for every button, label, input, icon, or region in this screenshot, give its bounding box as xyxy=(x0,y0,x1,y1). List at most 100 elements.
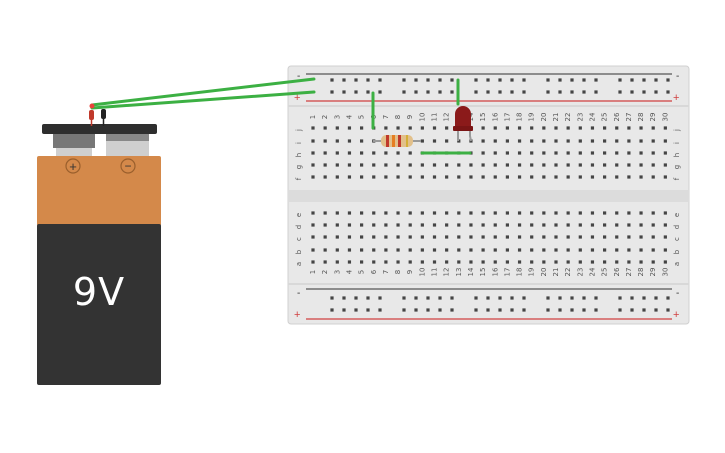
terminal-hole[interactable] xyxy=(639,126,643,130)
rail-hole[interactable] xyxy=(618,78,622,82)
terminal-hole[interactable] xyxy=(627,248,631,252)
terminal-hole[interactable] xyxy=(432,260,437,264)
terminal-hole[interactable] xyxy=(627,175,631,179)
rail-hole[interactable] xyxy=(402,90,406,94)
terminal-hole[interactable] xyxy=(493,163,497,167)
terminal-hole[interactable] xyxy=(360,235,364,239)
terminal-hole[interactable] xyxy=(323,260,327,264)
terminal-hole[interactable] xyxy=(445,163,449,167)
terminal-hole[interactable] xyxy=(408,151,412,155)
terminal-hole[interactable] xyxy=(445,139,449,143)
rail-hole[interactable] xyxy=(330,78,334,82)
terminal-hole[interactable] xyxy=(590,151,595,155)
terminal-hole[interactable] xyxy=(578,211,582,215)
terminal-hole[interactable] xyxy=(639,151,643,155)
terminal-hole[interactable] xyxy=(323,126,327,130)
rail-hole[interactable] xyxy=(666,90,670,94)
red-lead-connector[interactable] xyxy=(89,110,94,120)
terminal-hole[interactable] xyxy=(384,211,388,215)
rail-hole[interactable] xyxy=(330,296,334,300)
rail-hole[interactable] xyxy=(522,296,526,300)
rail-hole[interactable] xyxy=(378,78,382,82)
rail-hole[interactable] xyxy=(642,90,646,94)
rail-hole[interactable] xyxy=(558,296,562,300)
terminal-hole[interactable] xyxy=(663,126,667,130)
terminal-hole[interactable] xyxy=(639,223,643,227)
rail-hole[interactable] xyxy=(378,308,382,312)
rail-hole[interactable] xyxy=(582,308,586,312)
terminal-hole[interactable] xyxy=(578,260,582,264)
terminal-hole[interactable] xyxy=(493,260,497,264)
rail-hole[interactable] xyxy=(414,308,418,312)
terminal-hole[interactable] xyxy=(530,260,534,264)
rail-hole[interactable] xyxy=(366,308,370,312)
terminal-hole[interactable] xyxy=(542,211,546,215)
rail-hole[interactable] xyxy=(354,308,358,312)
rail-hole[interactable] xyxy=(642,78,646,82)
terminal-hole[interactable] xyxy=(445,223,449,227)
terminal-hole[interactable] xyxy=(347,248,352,252)
terminal-hole[interactable] xyxy=(347,223,352,227)
terminal-hole[interactable] xyxy=(542,126,546,130)
terminal-hole[interactable] xyxy=(384,248,388,252)
rail-hole[interactable] xyxy=(570,308,574,312)
terminal-hole[interactable] xyxy=(457,235,461,239)
rail-hole[interactable] xyxy=(546,90,550,94)
terminal-hole[interactable] xyxy=(530,211,534,215)
terminal-hole[interactable] xyxy=(615,175,619,179)
terminal-hole[interactable] xyxy=(578,139,582,143)
terminal-hole[interactable] xyxy=(603,235,607,239)
terminal-hole[interactable] xyxy=(311,139,315,143)
terminal-hole[interactable] xyxy=(566,126,570,130)
terminal-hole[interactable] xyxy=(360,248,364,252)
rail-hole[interactable] xyxy=(438,296,442,300)
terminal-hole[interactable] xyxy=(493,211,497,215)
terminal-hole[interactable] xyxy=(360,126,364,130)
terminal-hole[interactable] xyxy=(420,211,424,215)
terminal-hole[interactable] xyxy=(432,139,437,143)
terminal-hole[interactable] xyxy=(360,211,364,215)
terminal-hole[interactable] xyxy=(554,163,558,167)
terminal-hole[interactable] xyxy=(590,223,595,227)
terminal-hole[interactable] xyxy=(323,235,327,239)
terminal-hole[interactable] xyxy=(530,163,534,167)
rail-hole[interactable] xyxy=(342,90,346,94)
terminal-hole[interactable] xyxy=(627,126,631,130)
rail-hole[interactable] xyxy=(438,78,442,82)
terminal-hole[interactable] xyxy=(615,235,619,239)
terminal-hole[interactable] xyxy=(445,211,449,215)
terminal-hole[interactable] xyxy=(663,139,667,143)
terminal-hole[interactable] xyxy=(481,175,485,179)
terminal-hole[interactable] xyxy=(481,163,485,167)
terminal-hole[interactable] xyxy=(603,126,607,130)
rail-hole[interactable] xyxy=(402,308,406,312)
terminal-hole[interactable] xyxy=(651,163,655,167)
breadboard-holes[interactable] xyxy=(311,78,670,312)
rail-hole[interactable] xyxy=(498,308,502,312)
terminal-hole[interactable] xyxy=(396,151,400,155)
black-lead-connector[interactable] xyxy=(101,109,106,119)
terminal-hole[interactable] xyxy=(554,235,558,239)
terminal-hole[interactable] xyxy=(530,223,534,227)
terminal-hole[interactable] xyxy=(469,175,473,179)
terminal-hole[interactable] xyxy=(627,235,631,239)
terminal-hole[interactable] xyxy=(311,163,315,167)
terminal-hole[interactable] xyxy=(517,175,522,179)
terminal-hole[interactable] xyxy=(384,235,388,239)
rail-hole[interactable] xyxy=(654,78,658,82)
terminal-hole[interactable] xyxy=(566,211,570,215)
terminal-hole[interactable] xyxy=(432,235,437,239)
rail-hole[interactable] xyxy=(498,78,502,82)
rail-hole[interactable] xyxy=(594,90,598,94)
terminal-hole[interactable] xyxy=(457,248,461,252)
terminal-hole[interactable] xyxy=(542,248,546,252)
terminal-hole[interactable] xyxy=(542,151,546,155)
terminal-hole[interactable] xyxy=(493,126,497,130)
terminal-hole[interactable] xyxy=(408,211,412,215)
terminal-hole[interactable] xyxy=(530,235,534,239)
terminal-hole[interactable] xyxy=(408,235,412,239)
terminal-hole[interactable] xyxy=(493,235,497,239)
terminal-hole[interactable] xyxy=(615,151,619,155)
terminal-hole[interactable] xyxy=(396,223,400,227)
terminal-hole[interactable] xyxy=(603,175,607,179)
